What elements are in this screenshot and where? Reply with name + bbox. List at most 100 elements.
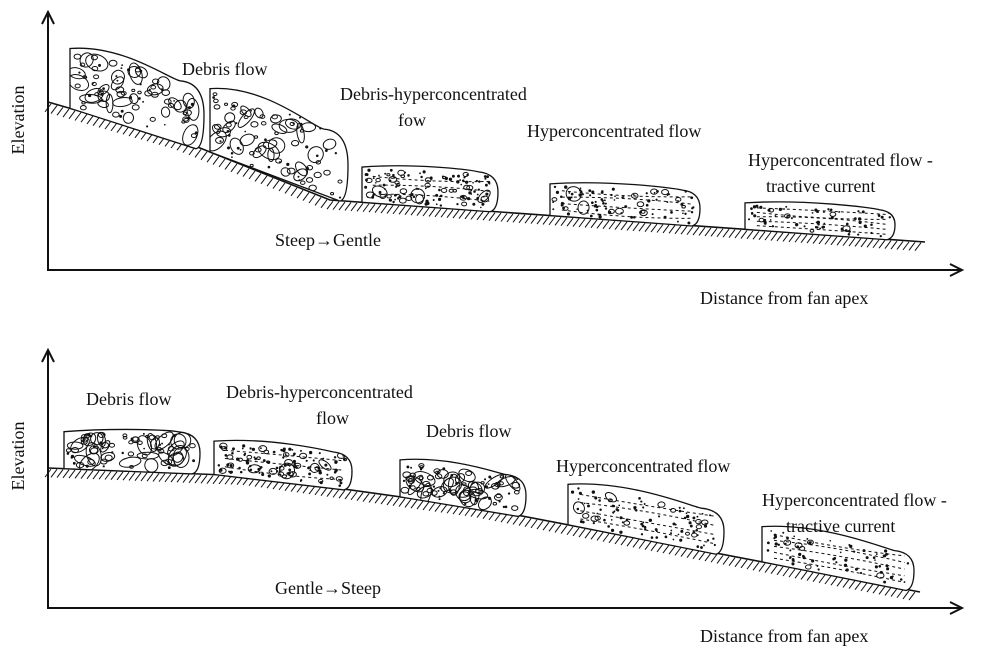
grain-dot	[188, 106, 191, 109]
grain-dot	[571, 196, 573, 198]
grain-dot	[750, 207, 753, 210]
grain-dot	[167, 453, 169, 455]
grain-dot	[576, 208, 578, 210]
grain-dot	[483, 196, 485, 198]
grain-dot	[580, 187, 582, 189]
grain-dot	[430, 176, 433, 179]
grain-dot	[218, 464, 220, 466]
grain-dot	[192, 459, 195, 462]
grain-dot	[791, 217, 793, 219]
grain-dot	[99, 441, 102, 444]
grain-dot	[306, 167, 309, 170]
grain-dot	[463, 176, 465, 178]
grain-dot	[707, 539, 709, 541]
grain-dot	[436, 203, 438, 205]
grain-dot	[438, 490, 440, 492]
grain-dot	[874, 559, 876, 561]
grain-dot	[696, 516, 698, 518]
grain-dot	[384, 173, 386, 175]
grain-dot	[260, 447, 262, 449]
grain-dot	[552, 201, 554, 203]
grain-dot	[289, 114, 291, 116]
grain-dot	[798, 553, 801, 556]
grain-dot	[384, 188, 386, 190]
grain-dot	[614, 195, 616, 197]
grain-dot	[228, 134, 231, 137]
grain-dot	[580, 520, 583, 523]
deposit-transitional	[214, 440, 352, 490]
grain-dot	[140, 83, 142, 85]
grain-dot	[334, 456, 336, 458]
grain-dot	[700, 546, 703, 549]
grain-dot	[373, 177, 375, 179]
grain-dot	[187, 116, 190, 119]
grain-dot	[677, 221, 679, 223]
grain-dot	[603, 519, 606, 522]
grain-dot	[651, 536, 654, 539]
grain-dot	[475, 499, 478, 502]
grain-dot	[815, 226, 817, 228]
grain-dot	[249, 447, 251, 449]
grain-dot	[599, 509, 601, 511]
grain-dot	[280, 471, 282, 473]
grain-dot	[595, 204, 597, 206]
grain-dot	[292, 449, 294, 451]
grain-dot	[168, 444, 170, 446]
deposit-outline	[362, 166, 498, 212]
deposit-label: Debris-hyperconcentrated	[340, 84, 527, 104]
grain-dot	[101, 99, 103, 101]
grain-dot	[364, 186, 367, 189]
deposit-tractive	[745, 202, 895, 240]
grain-dot	[244, 453, 246, 455]
grain-dot	[379, 191, 382, 194]
grain-dot	[73, 462, 76, 465]
grain-dot	[679, 507, 681, 509]
grain-dot	[468, 191, 471, 194]
grain-dot	[608, 211, 611, 214]
grain-dot	[240, 471, 243, 474]
grain-dot	[617, 509, 620, 512]
grain-dot	[264, 138, 267, 141]
grain-dot	[250, 110, 252, 112]
grain-dot	[478, 180, 480, 182]
grain-dot	[305, 145, 308, 148]
grain-dot	[591, 201, 594, 204]
grain-dot	[244, 131, 246, 133]
grain-dot	[841, 227, 844, 230]
x-axis-label: Distance from fan apex	[700, 288, 868, 308]
grain-dot	[791, 562, 794, 565]
grain-dot	[782, 532, 784, 534]
grain-dot	[579, 189, 581, 191]
grain-dot	[308, 472, 311, 475]
grain-dot	[78, 71, 80, 73]
grain-dot	[770, 530, 772, 532]
grain-dot	[406, 466, 409, 469]
grain-dot	[407, 174, 410, 177]
grain-dot	[753, 205, 756, 208]
grain-dot	[375, 182, 377, 184]
deposit-label: Hyperconcentrated flow	[556, 456, 730, 476]
grain-dot	[298, 179, 300, 181]
grain-dot	[389, 199, 392, 202]
grain-dot	[884, 549, 887, 552]
grain-dot	[324, 464, 327, 467]
grain-dot	[168, 466, 171, 469]
grain-dot	[692, 531, 695, 534]
grain-dot	[459, 179, 461, 181]
grain-dot	[338, 484, 341, 487]
grain-dot	[445, 177, 448, 180]
grain-dot	[704, 525, 707, 528]
grain-dot	[102, 448, 104, 450]
grain-dot	[607, 525, 610, 528]
deposit-label: tractive current	[766, 176, 875, 196]
grain-dot	[450, 474, 453, 477]
deposit-debris	[64, 429, 200, 475]
grain-dot	[452, 175, 455, 178]
grain-dot	[276, 470, 278, 472]
grain-dot	[460, 184, 462, 186]
grain-dot	[646, 204, 649, 207]
grain-dot	[367, 196, 369, 198]
grain-dot	[582, 193, 584, 195]
grain-dot	[127, 68, 130, 71]
